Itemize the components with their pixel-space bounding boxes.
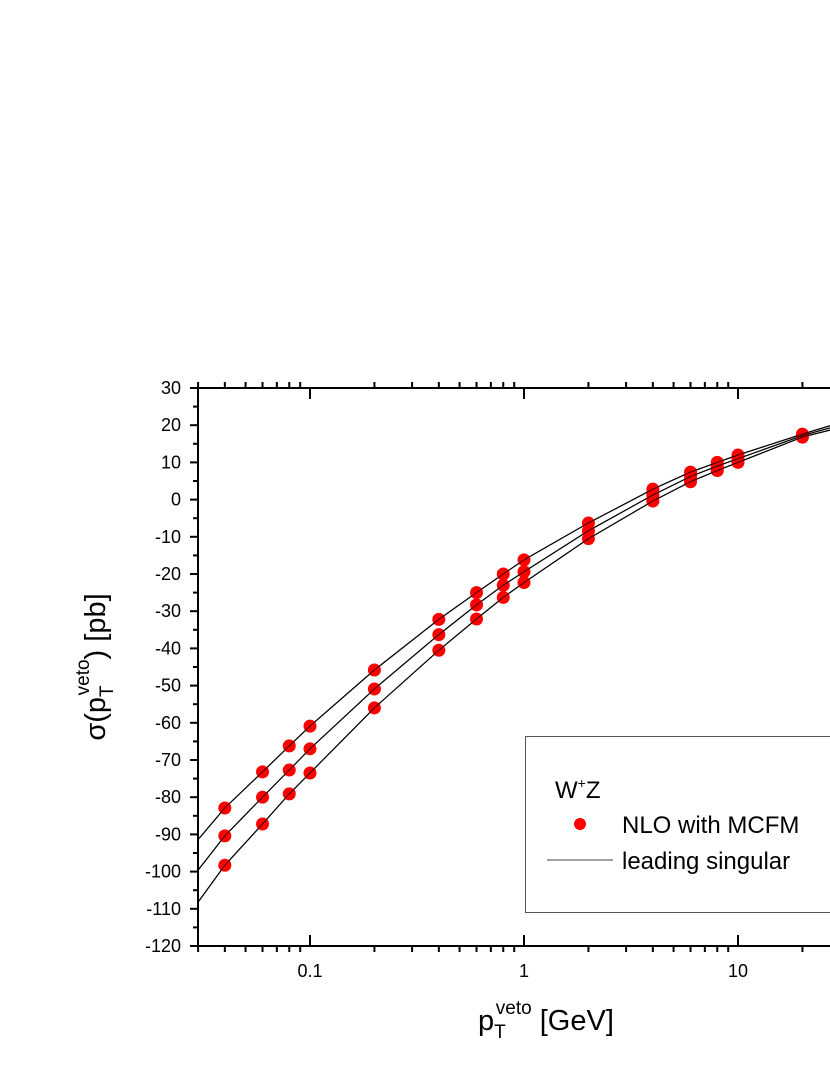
y-tick-label: -30 bbox=[155, 601, 181, 621]
legend: W+Z NLO with MCFM leading singular bbox=[525, 736, 830, 913]
y-tick-label: -20 bbox=[155, 564, 181, 584]
leading-singular-curve-overlay bbox=[197, 427, 830, 871]
y-tick-label: 0 bbox=[171, 490, 181, 510]
axes bbox=[190, 382, 830, 952]
y-tick-label: -80 bbox=[155, 787, 181, 807]
y-tick-label: -110 bbox=[146, 899, 181, 919]
x-tick-label: 10 bbox=[728, 961, 748, 981]
legend-entry-leading-singular: leading singular bbox=[622, 848, 790, 875]
legend-marker-circle bbox=[574, 818, 586, 830]
y-tick-label: -120 bbox=[145, 936, 181, 956]
y-tick-label: -40 bbox=[155, 638, 181, 658]
y-tick-label: -70 bbox=[155, 750, 181, 770]
leading-singular-curve-overlay bbox=[197, 429, 830, 903]
y-tick-label: -10 bbox=[155, 527, 181, 547]
legend-title: W+Z bbox=[555, 775, 601, 804]
x-axis-label: pTveto [GeV] bbox=[478, 998, 614, 1043]
x-tick-label: 1 bbox=[519, 961, 529, 981]
y-tick-label: -60 bbox=[155, 713, 181, 733]
x-tick-label: 0.1 bbox=[297, 961, 322, 981]
data-points bbox=[197, 425, 830, 903]
y-tick-label: -100 bbox=[145, 862, 181, 882]
leading-singular-curve-overlay bbox=[197, 425, 830, 840]
y-tick-label: -90 bbox=[155, 824, 181, 844]
y-tick-label: 10 bbox=[161, 452, 181, 472]
legend-entry-nlo: NLO with MCFM bbox=[622, 812, 799, 839]
y-tick-label: 30 bbox=[161, 378, 181, 398]
tick-labels: 30 20 10 0 -10 -20 -30 -40 -50 -60 -70 -80 -90 -100 -1… bbox=[145, 378, 748, 981]
y-tick-label: -50 bbox=[155, 676, 181, 696]
y-axis-label: σ(pTveto) [pb] bbox=[73, 593, 118, 740]
y-tick-label: 20 bbox=[161, 415, 181, 435]
